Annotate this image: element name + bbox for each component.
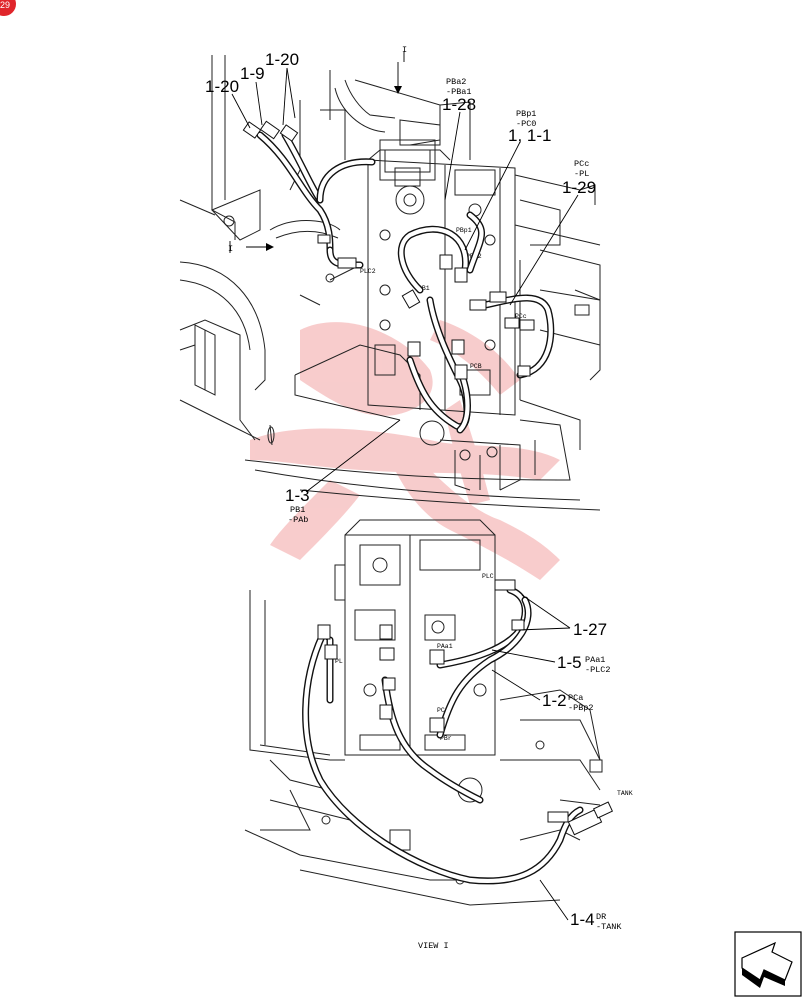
svg-text:PLC2: PLC2 xyxy=(360,268,376,275)
callout-1-5: 1-5 xyxy=(557,653,582,672)
svg-text:PCc: PCc xyxy=(515,313,527,320)
callout-1-29-sub2: -PL xyxy=(574,169,589,179)
svg-text:PAa1: PAa1 xyxy=(437,643,453,650)
svg-text:PCB: PCB xyxy=(470,363,482,370)
svg-text:PBp1: PBp1 xyxy=(456,227,472,234)
svg-text:PLC: PLC xyxy=(482,573,494,580)
upper-control-valve: PLC2 PBp1 PBa2 PCc PB1 PCB xyxy=(360,119,527,416)
svg-text:PB1: PB1 xyxy=(418,285,430,292)
svg-text:PBr: PBr xyxy=(440,735,452,742)
next-page-arrow-icon[interactable] xyxy=(734,931,802,997)
callout-labels: 1-20 1-9 1-20 PBa2 -PBa1 1-28 PBp1 -PC0 … xyxy=(205,45,633,951)
callout-1-4: 1-4 xyxy=(570,910,595,929)
callout-leaders xyxy=(229,52,579,921)
callout-1-4-sub2: -TANK xyxy=(596,922,622,932)
lower-control-valve: PLC PAa1 PCa PL PA PBr xyxy=(322,519,496,756)
upper-fittings xyxy=(242,120,535,380)
tank-label: TANK xyxy=(617,790,633,797)
callout-1-20-left: 1-20 xyxy=(205,77,239,96)
callout-1-9: 1-9 xyxy=(240,64,265,83)
callout-1-2: 1-2 xyxy=(542,691,567,710)
view-mark-top: I xyxy=(402,45,407,55)
view-mark-side: I xyxy=(228,244,233,254)
callout-1-27: 1-27 xyxy=(573,620,607,639)
page-badge: 29 xyxy=(0,0,16,16)
svg-text:PCa: PCa xyxy=(437,707,449,714)
watermark-logo xyxy=(250,320,560,580)
callout-1-28-sub1: PBa2 xyxy=(446,77,466,87)
callout-1-20-right: 1-20 xyxy=(265,50,299,69)
callout-1-1-sub2: -PC0 xyxy=(516,119,536,129)
lower-frame xyxy=(244,590,603,906)
callout-1-3: 1-3 xyxy=(285,486,310,505)
callout-1-28-sub2: -PBa1 xyxy=(446,87,472,97)
lower-hoses xyxy=(302,586,584,885)
callout-1-1-sub1: PBp1 xyxy=(516,109,536,119)
callout-1-5-sub2: -PLC2 xyxy=(585,665,611,675)
callout-1-2-sub2: -PBp2 xyxy=(568,703,594,713)
callout-1-2-sub1: PCa xyxy=(568,693,583,703)
lower-fittings xyxy=(317,579,614,836)
callout-1-29-sub1: PCc xyxy=(574,159,589,169)
callout-1-3-sub2: -PAb xyxy=(288,515,308,525)
callout-1-4-sub1: DR xyxy=(596,912,606,922)
svg-text:29: 29 xyxy=(0,0,10,10)
callout-1-28: 1-28 xyxy=(442,95,476,114)
callout-1-1: 1, 1-1 xyxy=(508,126,551,145)
svg-text:PL: PL xyxy=(335,658,343,665)
callout-1-3-sub1: PB1 xyxy=(290,505,305,515)
callout-1-29: 1-29 xyxy=(562,178,596,197)
view-caption: VIEW I xyxy=(418,941,449,951)
callout-1-5-sub1: PAa1 xyxy=(585,655,605,665)
